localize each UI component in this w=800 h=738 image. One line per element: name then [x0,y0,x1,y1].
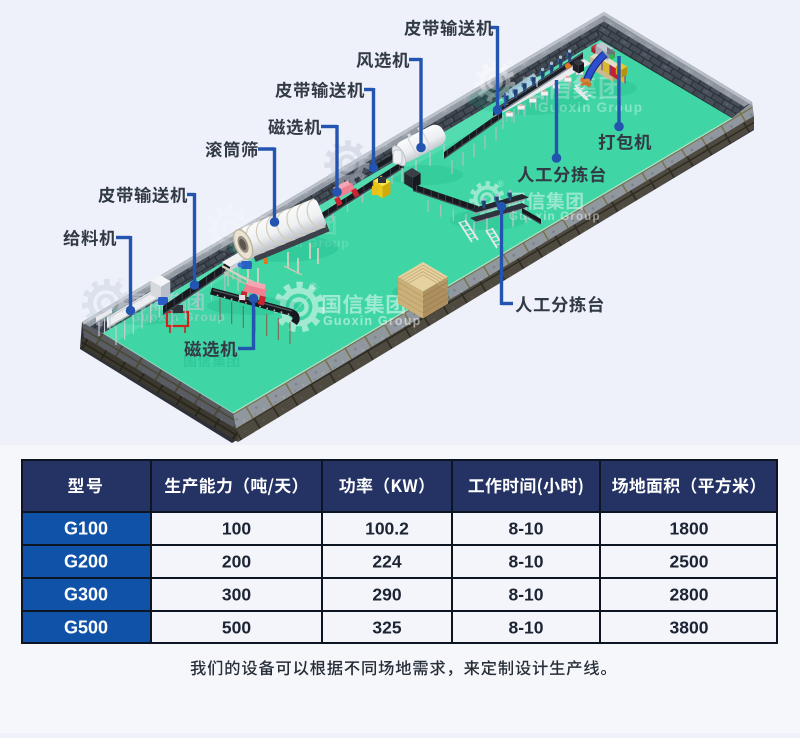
svg-text:®: ® [310,281,317,291]
svg-text:®: ® [497,179,504,189]
svg-text:G500: G500 [64,618,108,638]
svg-text:1800: 1800 [670,519,709,539]
svg-text:®: ® [508,58,515,68]
svg-text:224: 224 [372,552,401,572]
svg-text:Guoxin Group: Guoxin Group [538,100,643,115]
svg-text:100.2: 100.2 [365,519,409,539]
svg-text:8-10: 8-10 [508,552,543,572]
svg-text:300: 300 [222,585,251,605]
svg-text:2500: 2500 [670,552,709,572]
svg-text:8-10: 8-10 [508,618,543,638]
svg-text:®: ® [117,276,124,286]
svg-text:G200: G200 [64,552,108,572]
svg-text:8-10: 8-10 [508,585,543,605]
svg-text:200: 200 [222,552,251,572]
svg-text:®: ® [275,200,282,210]
svg-text:2800: 2800 [670,585,709,605]
svg-text:Guoxin Group: Guoxin Group [131,310,226,324]
svg-text:8-10: 8-10 [508,519,543,539]
svg-text:500: 500 [222,618,251,638]
svg-text:Guoxin Group: Guoxin Group [323,314,421,328]
svg-text:325: 325 [372,618,401,638]
svg-text:3800: 3800 [670,618,709,638]
svg-text:G100: G100 [64,519,108,539]
svg-text:290: 290 [372,585,401,605]
svg-text:100: 100 [222,519,251,539]
svg-text:G300: G300 [64,585,108,605]
